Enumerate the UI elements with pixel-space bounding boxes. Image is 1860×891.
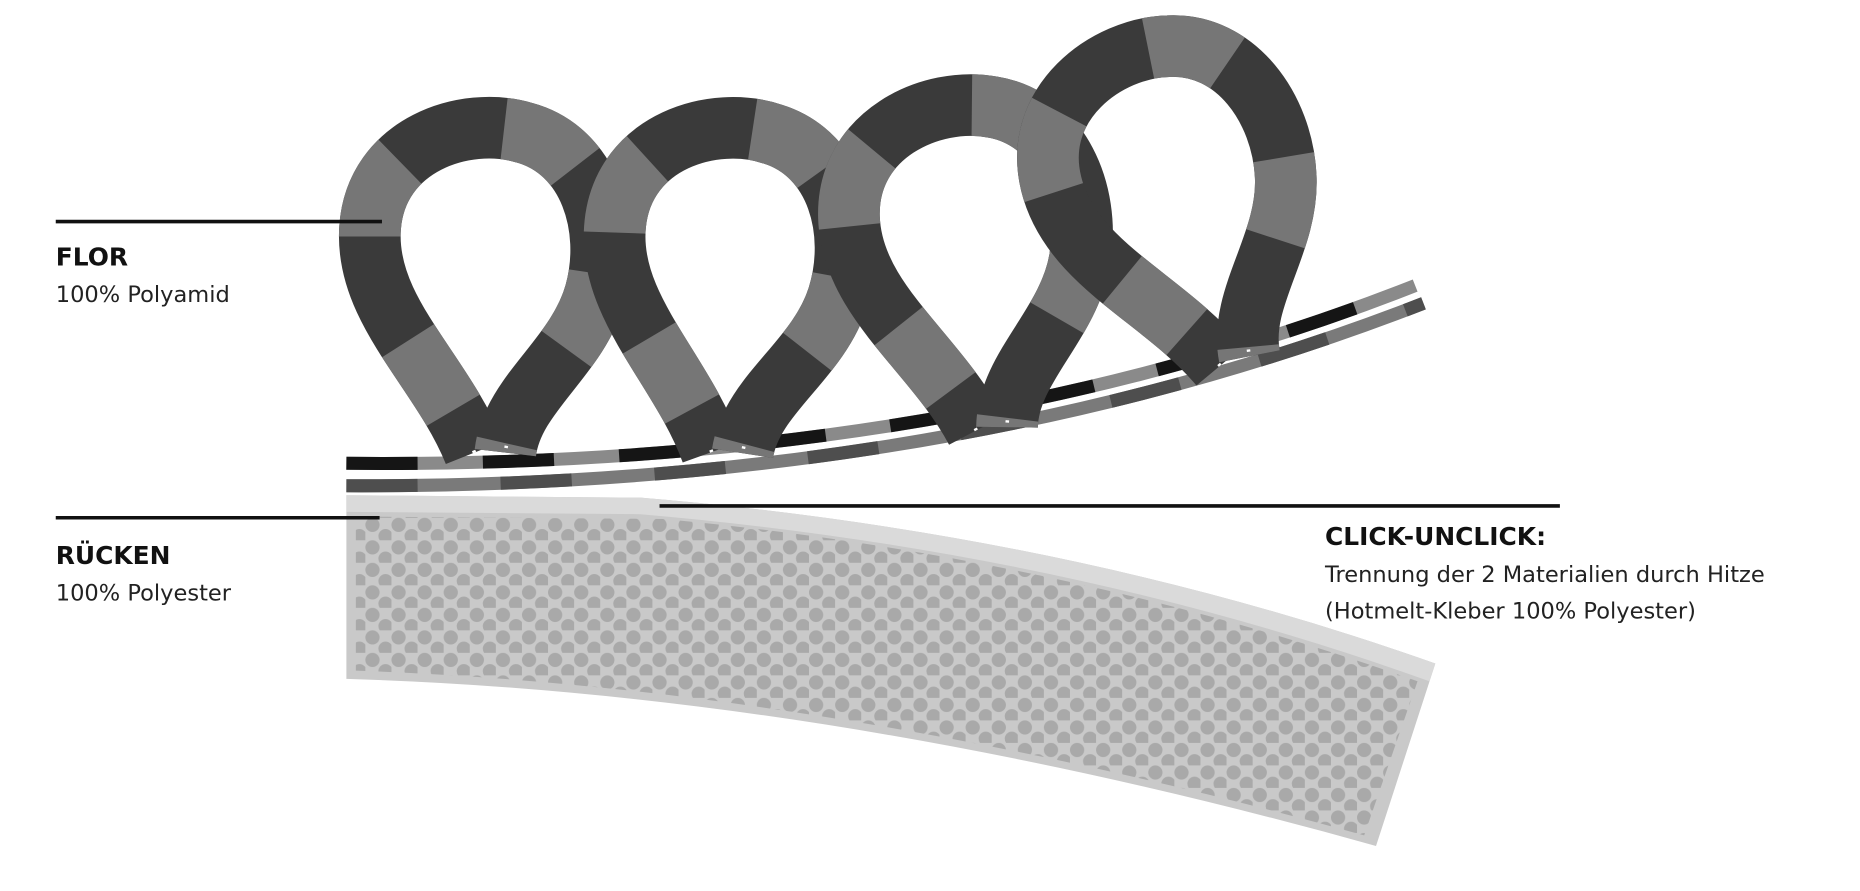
flor-title: FLOR bbox=[56, 242, 128, 271]
pile-loop bbox=[607, 124, 850, 457]
pile-loops bbox=[370, 18, 1341, 457]
flor-subtitle: 100% Polyamid bbox=[56, 282, 230, 308]
backing-layer bbox=[346, 495, 1436, 846]
ruecken-subtitle: 100% Polyester bbox=[56, 581, 232, 607]
click-title: CLICK-UNCLICK: bbox=[1325, 522, 1546, 551]
pile-loop bbox=[370, 128, 601, 453]
ruecken-title: RÜCKEN bbox=[56, 540, 171, 570]
click-line2: (Hotmelt-Kleber 100% Polyester) bbox=[1325, 598, 1696, 624]
click-line1: Trennung der 2 Materialien durch Hitze bbox=[1324, 562, 1765, 588]
